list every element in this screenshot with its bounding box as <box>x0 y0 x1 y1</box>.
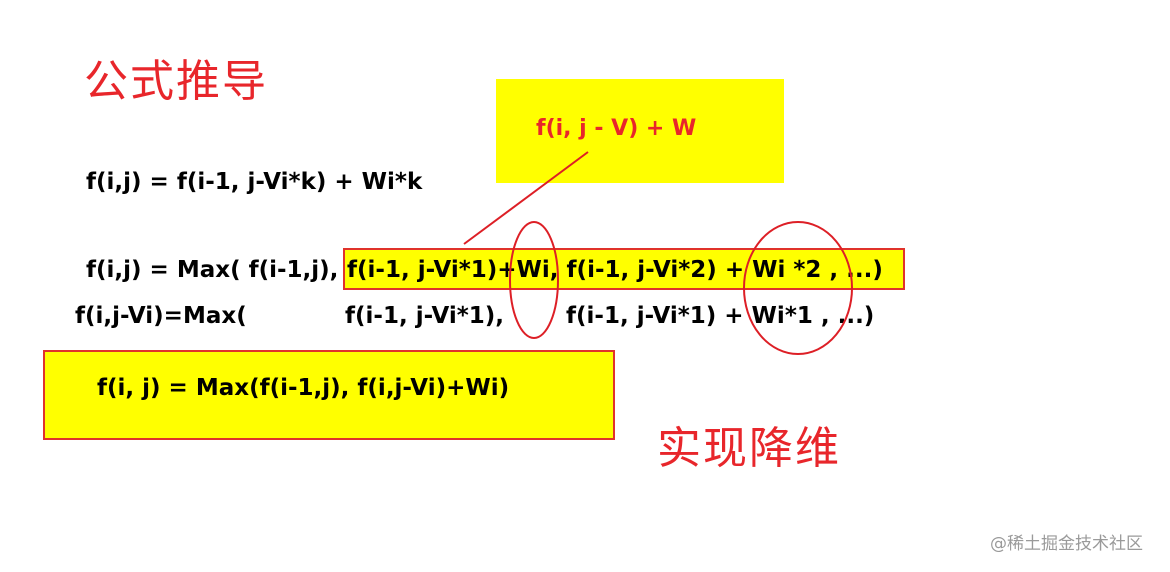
formula-line-3-prefix: f(i,j-Vi)=Max( <box>75 303 247 329</box>
watermark: @稀土掘金技术社区 <box>990 534 1143 554</box>
result-box <box>43 350 615 440</box>
title-derivation: 公式推导 <box>84 56 268 107</box>
formula-line-2-highlight: f(i-1, j-Vi*1)+Wi, f(i-1, j-Vi*2) + Wi *… <box>347 257 883 283</box>
formula-line-2-prefix: f(i,j) = Max( f(i-1,j), <box>86 257 339 283</box>
title-dimension-reduction: 实现降维 <box>657 423 841 474</box>
formula-line-1: f(i,j) = f(i-1, j-Vi*k) + Wi*k <box>86 169 423 195</box>
formula-line-3-term-1: f(i-1, j-Vi*1), <box>345 303 505 329</box>
result-formula: f(i, j) = Max(f(i-1,j), f(i,j-Vi)+Wi) <box>97 375 510 401</box>
callout-formula: f(i, j - V) + W <box>536 116 697 141</box>
formula-line-3-term-2: f(i-1, j-Vi*1) + Wi*1 , ...) <box>566 303 875 329</box>
